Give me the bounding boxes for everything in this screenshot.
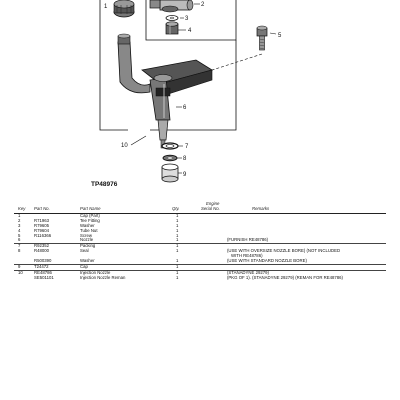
row-key: 6 [18,237,21,243]
callout-10: 10 [121,143,128,149]
row-key: 5 [18,232,21,238]
row-part-no: R48000 [34,248,50,254]
row-part-name: Cap (Part) [80,213,100,218]
part-tube-nut [165,21,179,35]
row-part-no: R71963 [34,217,50,223]
callout-2: 2 [201,2,205,8]
table-row: 6 Nozzle 1 (FURNISH RE48786) [14,237,386,245]
parts-table: Key Part No. Part Name Qty. Engine Seria… [14,197,386,281]
header-part-name: Part Name [80,206,101,212]
header-part-no: Part No. [34,206,50,212]
table-row: 3 R79605 Washer 1 [14,222,386,229]
table-row: SE501101 Injection Nozzle Reman 1 (PKG OF 1… [14,274,386,281]
row-part-no: R79604 [34,227,50,233]
row-key: 7 [18,243,21,249]
row-key: 1 [18,213,21,218]
table-row: 7 R92352 Packing 1 [14,243,386,249]
row-remarks: WITH RE48786) [231,253,263,259]
callout-6: 6 [183,105,187,111]
table-row: 9 T24472 Cap 1 [14,263,386,271]
row-qty: 1 [176,269,179,275]
screw-dashed-guide [205,53,263,73]
callout-9: 9 [183,172,187,178]
row-part-name: Screw [80,232,92,238]
callout-1: 1 [104,4,108,10]
header-qty: Qty. [172,206,180,212]
table-row: R500390 Washer 1 (USE WITH STANDARD NOZZLE … [14,258,386,265]
callout-4: 4 [188,28,192,34]
group-bracket-lines [99,0,237,131]
row-key: 9 [18,263,21,269]
part-washer-3 [165,15,179,21]
part-cap [113,0,135,18]
row-part-name: Tee Fitting [80,217,100,223]
row-qty: 1 [176,237,179,243]
part-nozzle [117,33,213,149]
header-engine-serial-line1: Engine [206,201,220,207]
row-part-name: Injection Nozzle Reman [80,274,126,280]
table-row: 8 R48000 Seal 1 (USE WITH OVERSIZE NOZZLE BO… [14,248,386,254]
callout-8: 8 [183,156,187,162]
table-row: WITH RE48786) [14,253,386,259]
row-part-no: R500390 [34,258,52,264]
row-part-name: Cap [80,263,88,269]
row-part-name: Washer [80,258,95,264]
table-row: 4 R79604 Tube Nut 1 [14,227,386,234]
part-packing [161,142,179,150]
table-row: 1 Cap (Part) 1 [14,213,386,219]
row-qty: 1 [176,227,179,233]
table-row: 5 R116366 Screw 1 [14,232,386,239]
row-part-no: R92352 [34,243,50,249]
row-remarks: (PKG OF 1). (STANADYNE 29279) (REMAN FOR… [227,274,343,280]
row-qty: 1 [176,248,179,254]
row-part-name: Seal [80,248,89,254]
table-row: 10 RE48786 Injection Nozzle 1 (STANADYNE 292… [14,269,386,276]
row-key: 8 [18,248,21,254]
row-key: 4 [18,227,21,233]
row-part-no: RE48786 [34,269,52,275]
row-part-no: R116366 [34,232,52,238]
callout-leader-lines [130,3,277,174]
callout-3: 3 [185,16,189,22]
callout-7: 7 [185,144,189,150]
row-key: 10 [18,269,23,275]
row-qty: 1 [176,232,179,238]
header-remarks: Remarks [252,206,270,212]
exploded-parts-diagram: 1 2 3 4 5 6 7 8 9 10 TP48976 [91,0,282,188]
row-part-name: Injection Nozzle [80,269,111,275]
part-tee-fitting [149,0,194,13]
row-part-name: Washer [80,222,95,228]
table-row: 2 R71963 Tee Fitting 1 [14,217,386,224]
row-key: 3 [18,222,21,228]
part-seal [162,154,178,162]
row-remarks: (FURNISH RE48786) [227,237,269,243]
part-end-cap [161,163,179,183]
row-qty: 1 [176,243,179,249]
row-qty: 1 [176,222,179,228]
figure-id: TP48976 [91,181,118,188]
row-part-name: Tube Nut [80,227,98,233]
row-part-no: R79605 [34,222,50,228]
row-remarks: (USE WITH OVERSIZE NOZZLE BORE) (NOT INC… [227,248,341,254]
row-key: 2 [18,217,21,223]
parts-table-header: Key Part No. Part Name Qty. Engine Seria… [14,197,386,214]
row-part-no: SE501101 [34,274,54,280]
header-engine-serial-line2: Serial No. [201,206,220,212]
row-qty: 1 [176,263,179,269]
row-qty: 1 [176,274,179,280]
row-qty: 1 [176,213,179,218]
row-qty: 1 [176,258,179,264]
part-screw [256,25,268,51]
row-part-name: Nozzle [80,237,94,243]
row-qty: 1 [176,217,179,223]
callout-5: 5 [278,33,282,39]
row-remarks: (USE WITH STANDARD NOZZLE BORE) [227,258,307,264]
header-key: Key [18,206,26,212]
row-part-no: T24472 [34,263,49,269]
row-remarks: (STANADYNE 29279) [227,269,269,275]
row-part-name: Packing [80,243,96,249]
